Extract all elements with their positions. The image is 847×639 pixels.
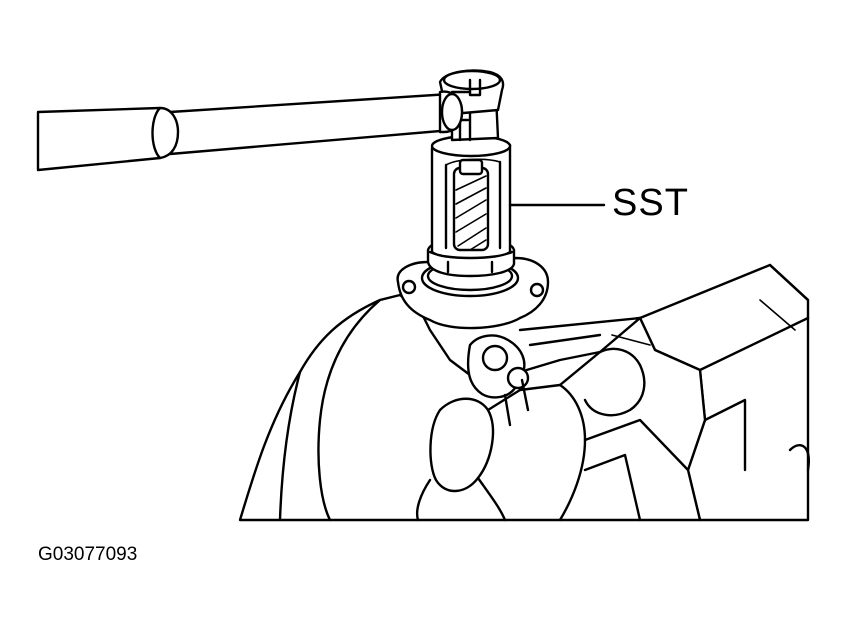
extension-bar — [36, 90, 464, 172]
helical-gear — [452, 158, 490, 252]
sst-socket-tool — [426, 69, 516, 278]
sst-callout-label: SST — [612, 182, 689, 224]
figure-id-label: G03077093 — [38, 544, 138, 565]
transmission-case — [238, 263, 810, 522]
